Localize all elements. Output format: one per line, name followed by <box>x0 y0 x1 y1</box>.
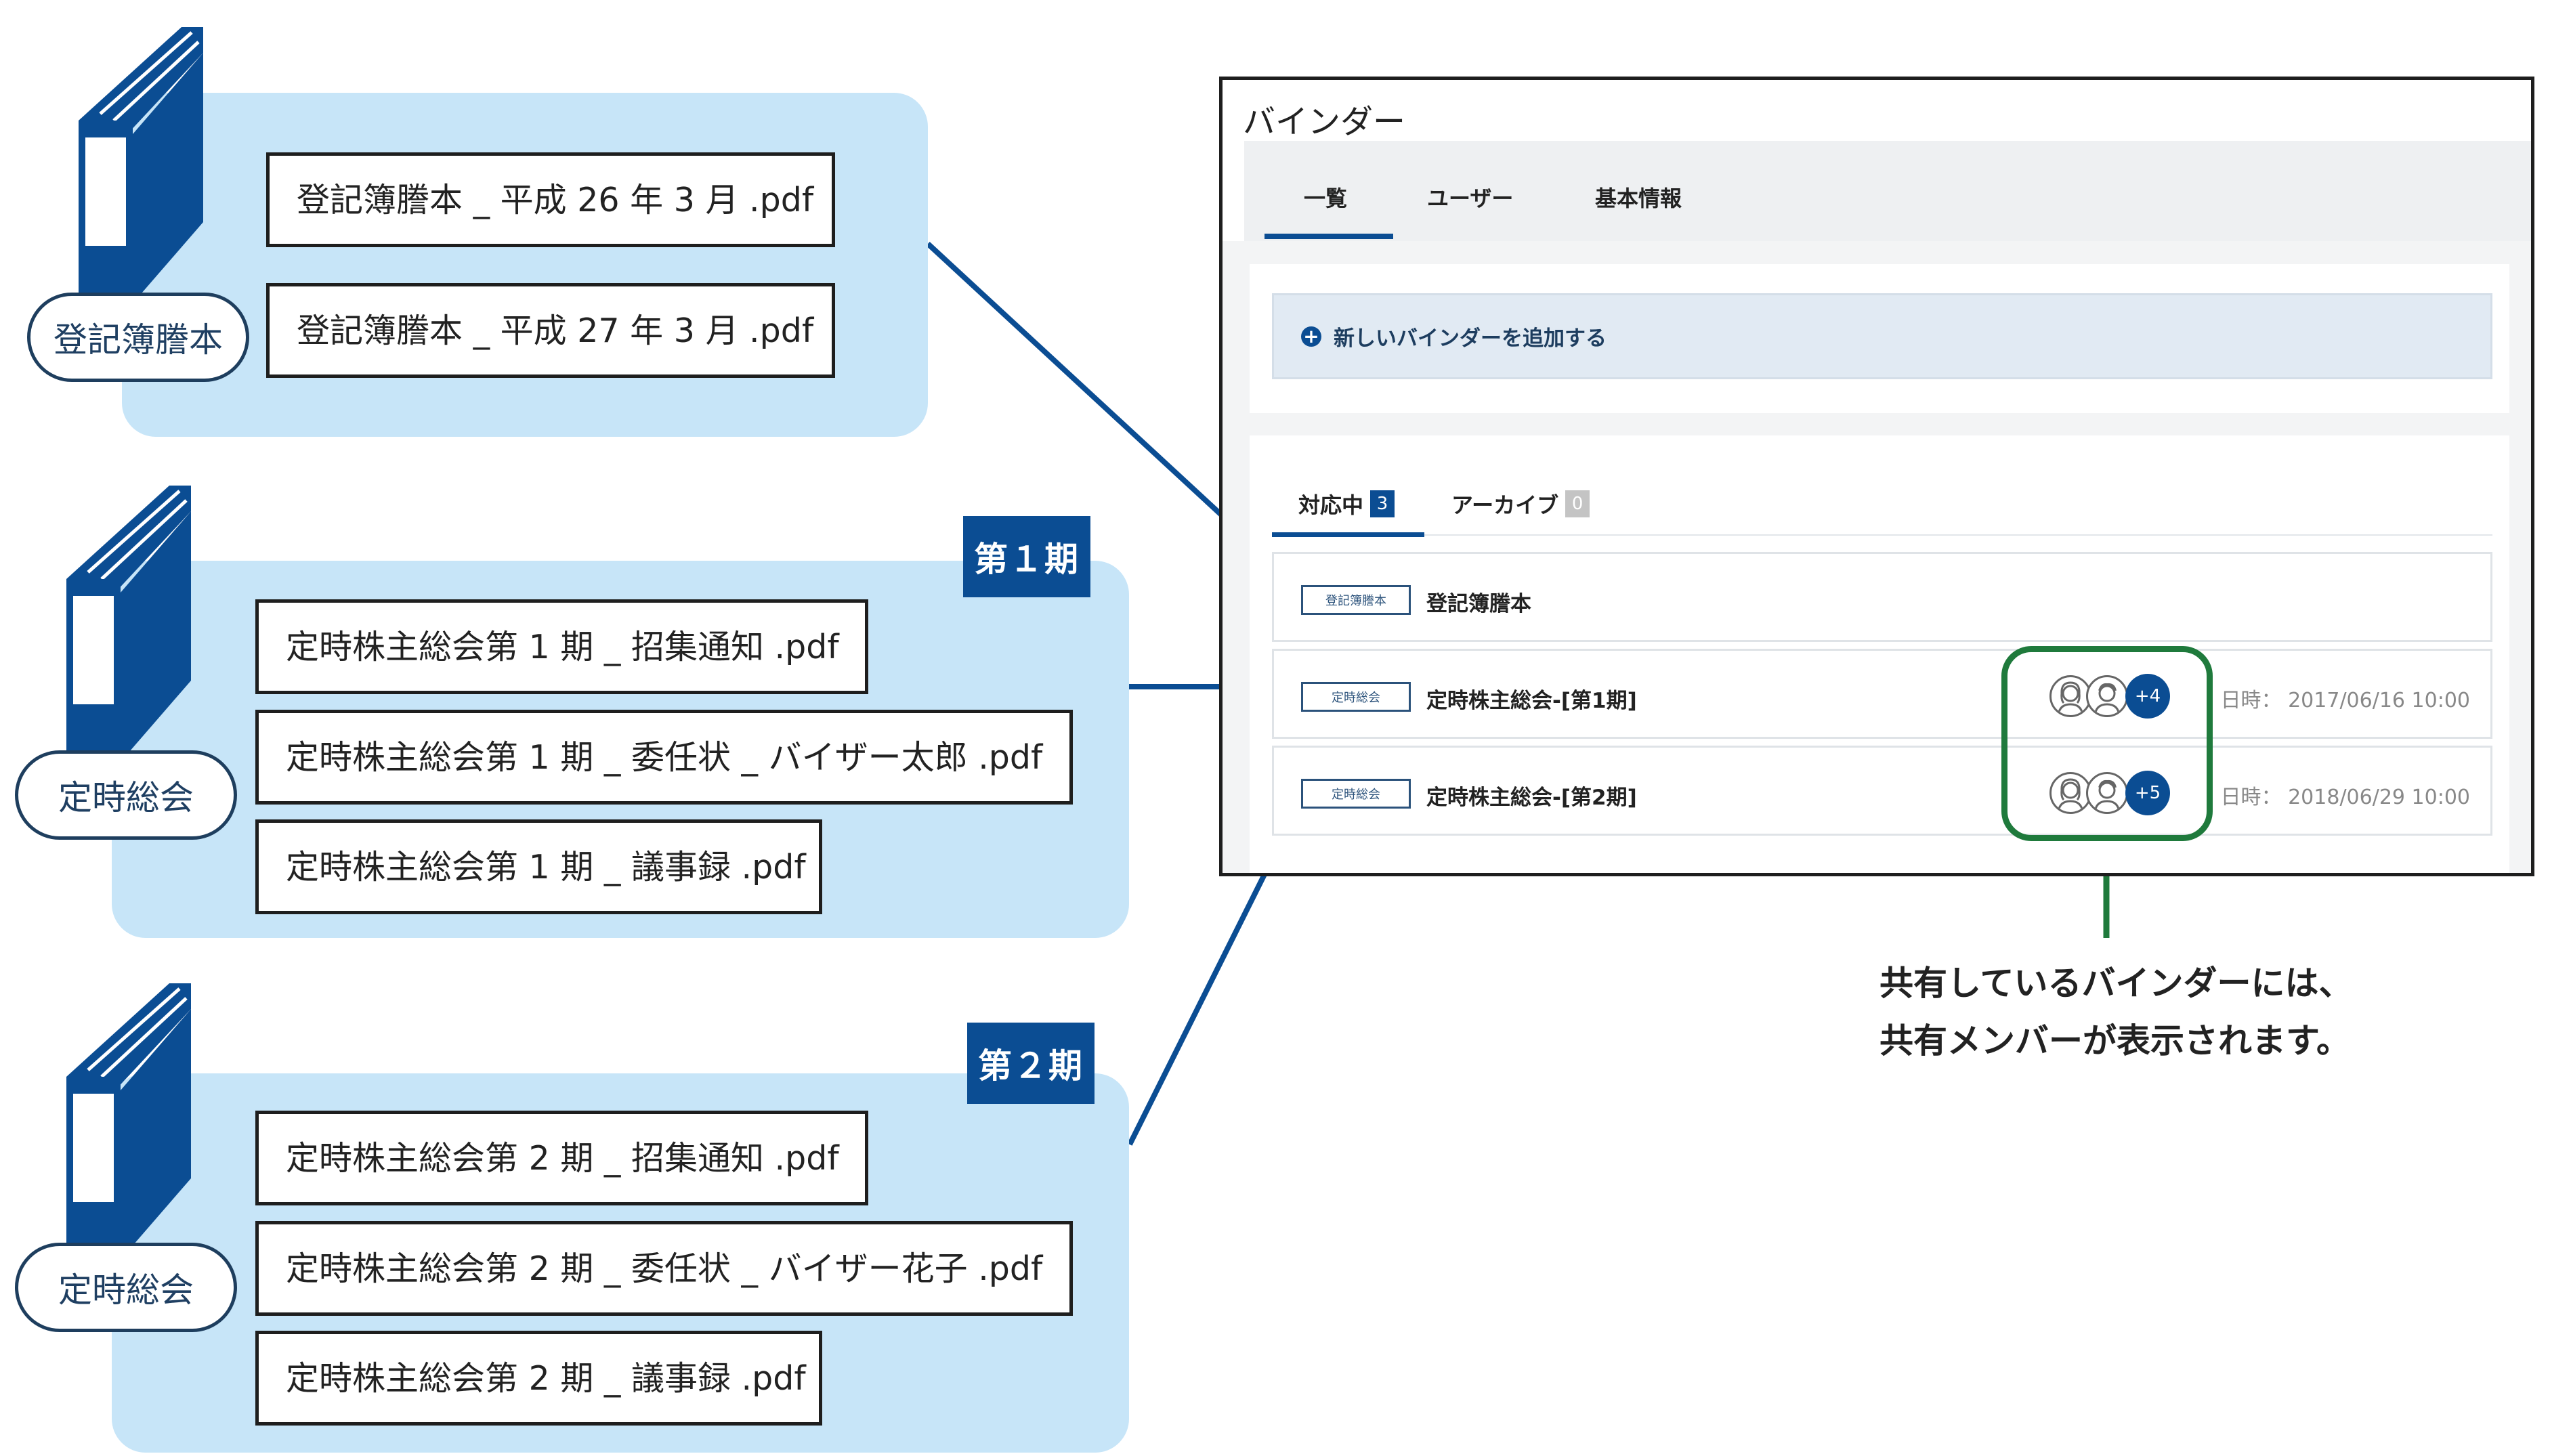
tab-users[interactable]: ユーザー <box>1427 186 1514 211</box>
file-item: 定時株主総会第 1 期 _ 招集通知 .pdf <box>255 599 868 694</box>
member-avatar <box>2086 675 2128 717</box>
period-label: 第１期 <box>963 516 1090 597</box>
binder-icon <box>66 983 191 1260</box>
binder-title: 定時株主総会-[第1期] <box>1426 689 1637 713</box>
binder-label: 登記簿謄本 <box>27 293 249 382</box>
member-avatar <box>2049 772 2091 814</box>
file-item: 定時株主総会第 1 期 _ 委任状 _ バイザー太郎 .pdf <box>255 710 1073 805</box>
subtab-archive[interactable]: アーカイブ 0 <box>1451 488 1590 519</box>
add-binder-label: 新しいバインダーを追加する <box>1334 326 1607 351</box>
shared-members-highlight <box>2001 646 2213 841</box>
page-title: バインダー <box>1243 103 1406 141</box>
more-members-badge[interactable]: +4 <box>2125 674 2170 719</box>
shared-members[interactable]: +4 <box>2049 674 2170 719</box>
subtab-divider <box>1272 534 2492 536</box>
file-item: 定時株主総会第 2 期 _ 議事録 .pdf <box>255 1331 822 1426</box>
member-avatar <box>2049 675 2091 717</box>
shared-members[interactable]: +5 <box>2049 771 2170 815</box>
plus-circle-icon: + <box>1301 326 1321 347</box>
category-tag: 定時総会 <box>1301 779 1411 809</box>
tab-list[interactable]: 一覧 <box>1304 186 1348 211</box>
callout-line-1: 共有しているバインダーには、 <box>1879 964 2353 1003</box>
count-badge: 0 <box>1565 490 1590 517</box>
binder-label: 定時総会 <box>15 750 237 840</box>
file-item: 登記簿謄本 _ 平成 27 年 3 月 .pdf <box>266 283 835 378</box>
category-tag: 登記簿謄本 <box>1301 585 1411 615</box>
period-label: 第２期 <box>967 1023 1095 1104</box>
category-tag: 定時総会 <box>1301 682 1411 712</box>
binder-row[interactable]: 定時総会 定時株主総会-[第1期] +4 日時： 2017/06/16 10:0… <box>1272 649 2492 739</box>
tab-bar: 一覧 ユーザー 基本情報 <box>1244 141 2531 241</box>
file-item: 定時株主総会第 2 期 _ 委任状 _ バイザー花子 .pdf <box>255 1221 1073 1316</box>
file-item: 定時株主総会第 1 期 _ 議事録 .pdf <box>255 819 822 914</box>
member-avatar <box>2086 772 2128 814</box>
add-binder-button[interactable]: + 新しいバインダーを追加する <box>1272 293 2492 379</box>
event-datetime: 日時： 2018/06/29 10:00 <box>2220 786 2470 809</box>
user-male-icon <box>2094 683 2121 715</box>
subtab-label: 対応中 <box>1298 492 1364 518</box>
file-item: 定時株主総会第 2 期 _ 招集通知 .pdf <box>255 1111 868 1205</box>
binder-label: 定時総会 <box>15 1243 237 1332</box>
event-datetime: 日時： 2017/06/16 10:00 <box>2220 689 2470 712</box>
binder-group-panel <box>122 93 928 437</box>
binder-app-window: バインダー 一覧 ユーザー 基本情報 + 新しいバインダーを追加する 対応中 3… <box>1219 77 2534 876</box>
binder-title: 定時株主総会-[第2期] <box>1426 786 1637 810</box>
callout-line-2: 共有メンバーが表示されます。 <box>1879 1021 2350 1061</box>
count-badge: 3 <box>1370 490 1395 517</box>
binder-title: 登記簿謄本 <box>1426 592 1531 616</box>
binder-icon <box>66 486 191 762</box>
user-female-icon <box>2057 778 2084 812</box>
more-members-badge[interactable]: +5 <box>2125 771 2170 815</box>
user-female-icon <box>2057 681 2084 715</box>
user-male-icon <box>2094 779 2121 812</box>
tab-basic-info[interactable]: 基本情報 <box>1595 186 1682 211</box>
binder-row[interactable]: 登記簿謄本 登記簿謄本 <box>1272 552 2492 642</box>
binder-row[interactable]: 定時総会 定時株主総会-[第2期] +5 日時： 2018/06/29 10:0… <box>1272 746 2492 836</box>
file-item: 登記簿謄本 _ 平成 26 年 3 月 .pdf <box>266 152 835 247</box>
active-subtab-indicator <box>1272 532 1424 537</box>
binder-icon <box>79 27 203 303</box>
subtab-label: アーカイブ <box>1451 492 1559 518</box>
active-tab-indicator <box>1265 234 1393 239</box>
subtab-active[interactable]: 対応中 3 <box>1298 488 1395 519</box>
